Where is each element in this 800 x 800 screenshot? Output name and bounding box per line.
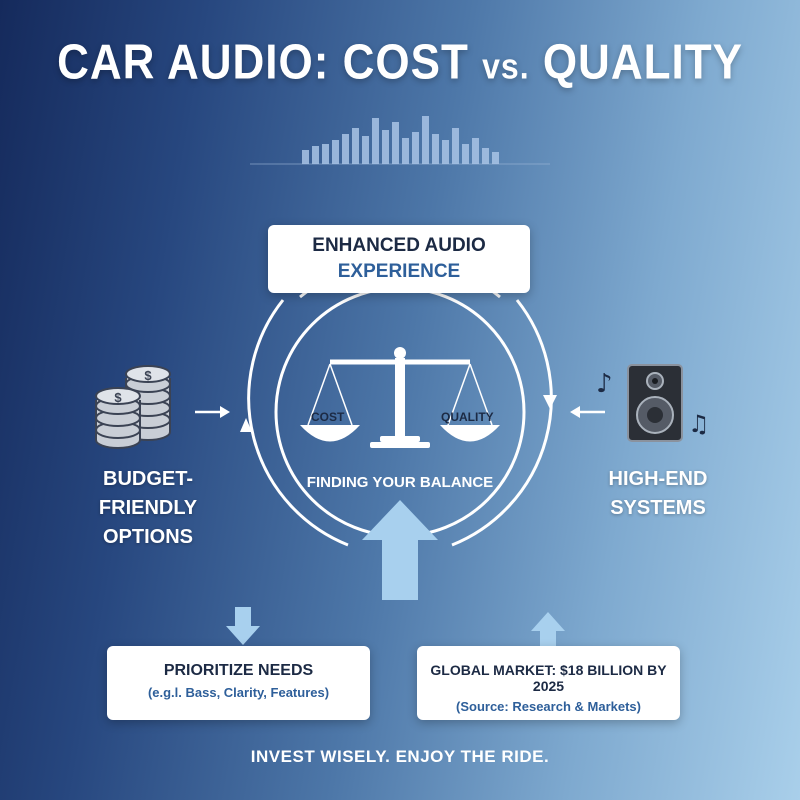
coin-stacks-icon: $ $ bbox=[95, 365, 171, 449]
ring-arrow-right-icon bbox=[543, 395, 557, 409]
balance-scale-icon bbox=[300, 347, 500, 448]
budget-friendly-label: BUDGET-FRIENDLY OPTIONS bbox=[58, 465, 238, 552]
svg-text:$: $ bbox=[144, 368, 152, 383]
market-heading: GLOBAL MARKET: $18 BILLION BY 2025 bbox=[430, 662, 667, 694]
right-line2: SYSTEMS bbox=[610, 497, 706, 519]
high-end-label: HIGH-END SYSTEMS bbox=[568, 465, 748, 523]
top-box-line1: ENHANCED AUDIO bbox=[312, 235, 486, 256]
left-pointer-arrow-icon bbox=[195, 406, 230, 418]
right-line1: HIGH-END bbox=[608, 468, 708, 490]
small-up-arrow-icon bbox=[531, 612, 565, 652]
prioritize-sub: (e.g.l. Bass, Clarity, Features) bbox=[147, 685, 330, 700]
global-market-box: GLOBAL MARKET: $18 BILLION BY 2025 (Sour… bbox=[417, 646, 680, 720]
market-sub: (Source: Research & Markets) bbox=[456, 699, 641, 714]
title-main: CAR AUDIO: COST bbox=[57, 35, 469, 90]
top-box-line2: EXPERIENCE bbox=[337, 261, 461, 282]
left-line1: BUDGET-FRIENDLY bbox=[98, 468, 198, 519]
left-line2: OPTIONS bbox=[102, 526, 193, 548]
footer-tagline: INVEST WISELY. ENJOY THE RIDE. bbox=[250, 747, 550, 766]
enhanced-audio-box: ENHANCED AUDIO EXPERIENCE bbox=[268, 225, 530, 293]
svg-text:$: $ bbox=[114, 390, 122, 405]
right-pointer-arrow-icon bbox=[570, 406, 605, 418]
prioritize-heading: PRIORITIZE NEEDS bbox=[163, 662, 314, 679]
page-title: CAR AUDIO: COST vs. QUALITY bbox=[0, 35, 800, 91]
quality-label: QUALITY bbox=[441, 410, 494, 424]
music-note-icon: ♪ bbox=[596, 369, 613, 399]
cost-label: COST bbox=[311, 410, 345, 424]
equalizer-icon bbox=[250, 116, 550, 165]
cycle-arc-left bbox=[247, 299, 349, 547]
cycle-arc-right bbox=[451, 299, 553, 547]
prioritize-needs-box: PRIORITIZE NEEDS (e.g.l. Bass, Clarity, … bbox=[107, 646, 370, 720]
big-up-arrow-icon bbox=[362, 500, 438, 600]
title-vs: vs. bbox=[482, 46, 530, 87]
music-note-icon-2: ♫ bbox=[688, 410, 710, 438]
down-arrow-icon bbox=[226, 607, 260, 645]
ring-arrow-left-icon bbox=[240, 418, 252, 432]
title-end: QUALITY bbox=[542, 35, 743, 90]
balance-caption: FINDING YOUR BALANCE bbox=[307, 474, 493, 491]
speaker-icon bbox=[627, 364, 683, 442]
